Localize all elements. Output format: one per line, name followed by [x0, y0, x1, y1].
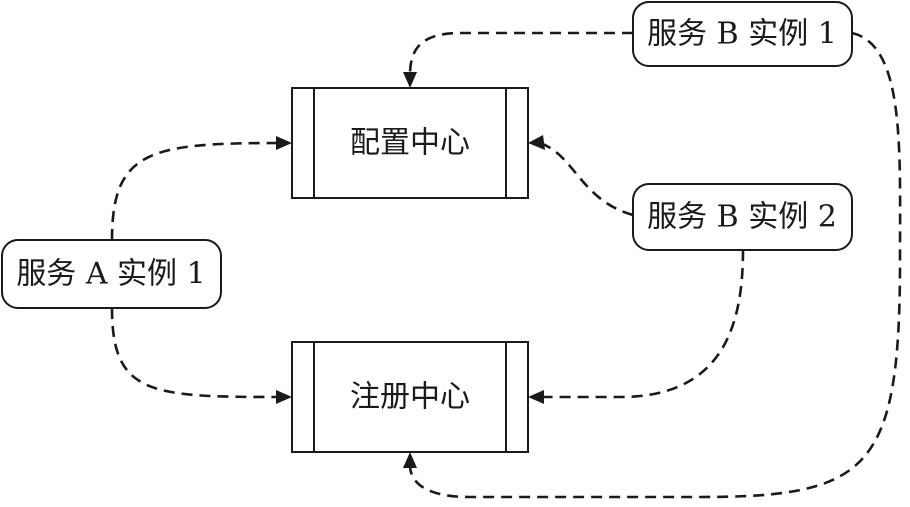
edge-service-a-1-to-config-center [110, 141, 281, 241]
edge-service-a-1-to-registry-center [110, 307, 281, 399]
edge-service-b-2-to-config-center [539, 141, 634, 217]
arrowhead-service-b-1-to-registry-center [403, 452, 417, 468]
edge-service-b-2-to-registry-center [540, 249, 745, 399]
arrowhead-service-b-1-to-config-center [403, 72, 417, 88]
arrowhead-service-b-2-to-config-center [528, 135, 545, 150]
service-a-instance-1-label: 服务 A 实例 1 [16, 257, 205, 292]
edge-service-b-1-to-registry-center [408, 31, 902, 499]
config-center-node: 配置中心 [291, 87, 529, 199]
config-center-label: 配置中心 [350, 126, 470, 161]
service-b-instance-1-label: 服务 B 实例 1 [647, 17, 837, 52]
arrowhead-service-a-1-to-registry-center [276, 390, 292, 404]
arrowhead-service-a-1-to-config-center [276, 136, 292, 150]
service-b-instance-1-node: 服务 B 实例 1 [632, 1, 853, 67]
registry-center-node: 注册中心 [291, 341, 529, 453]
service-b-instance-2-node: 服务 B 实例 2 [632, 183, 853, 251]
registry-center-label: 注册中心 [350, 380, 470, 415]
arrowhead-service-b-2-to-registry-center [528, 390, 544, 404]
service-a-instance-1-node: 服务 A 实例 1 [1, 239, 222, 309]
edge-service-b-1-to-config-center [408, 31, 633, 76]
service-b-instance-2-label: 服务 B 实例 2 [647, 200, 837, 235]
